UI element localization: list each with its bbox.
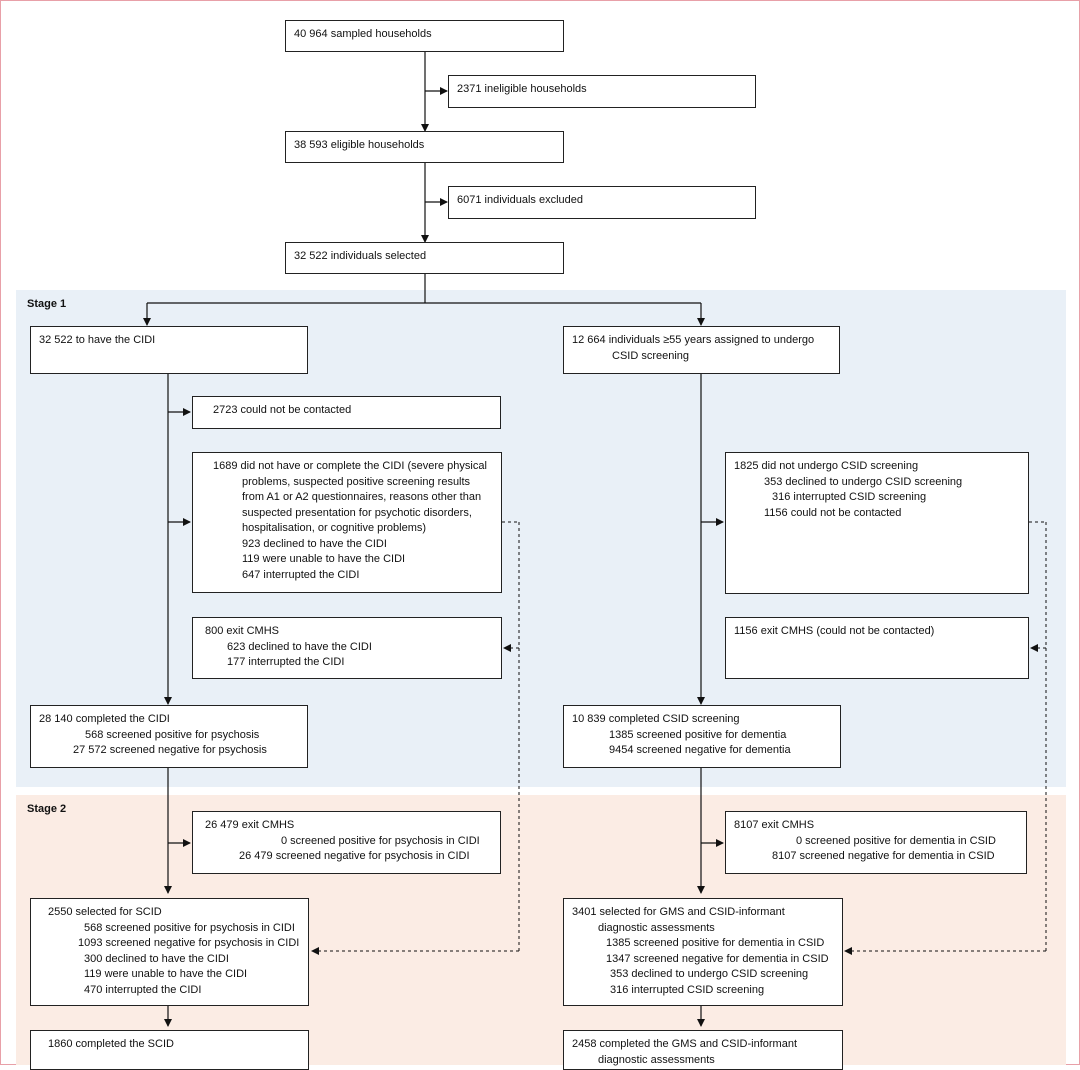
box-line: 647 interrupted the CIDI bbox=[242, 568, 360, 581]
box-line: 177 interrupted the CIDI bbox=[227, 656, 345, 668]
box-line: diagnostic assessments bbox=[598, 921, 715, 934]
box-line: 1156 exit CMHS (could not be contacted) bbox=[734, 625, 935, 637]
box-line: 1825 did not undergo CSID screening bbox=[734, 460, 919, 472]
box-line: 40 964 sampled households bbox=[294, 28, 432, 40]
exit-cmhs-800-box: 800 exit CMHS 623 declined to have the C… bbox=[192, 617, 502, 679]
box-line: 1385 screened positive for dementia bbox=[609, 728, 787, 741]
box-line: 1347 screened negative for dementia in C… bbox=[606, 952, 829, 965]
box-line: problems, suspected positive screening r… bbox=[242, 475, 471, 488]
box-line: 316 interrupted CSID screening bbox=[610, 983, 765, 996]
box-line: suspected presentation for psychotic dis… bbox=[242, 506, 472, 519]
box-line: hospitalisation, or cognitive problems) bbox=[242, 522, 427, 534]
did-not-complete-cidi-box: 1689 did not have or complete the CIDI (… bbox=[192, 452, 502, 593]
could-not-be-contacted-box: 2723 could not be contacted bbox=[192, 396, 501, 429]
exit-cmhs-8107-box: 8107 exit CMHS 0 screened positive for d… bbox=[725, 811, 1027, 874]
box-line: 2458 completed the GMS and CSID-informan… bbox=[572, 1038, 798, 1050]
box-line: 119 were unable to have the CIDI bbox=[84, 968, 248, 980]
box-line: 470 interrupted the CIDI bbox=[84, 983, 202, 996]
box-line: 32 522 individuals selected bbox=[294, 250, 427, 262]
box-line: from A1 or A2 questionnaires, reasons ot… bbox=[242, 491, 482, 503]
exit-cmhs-26479-box: 26 479 exit CMHS 0 screened positive for… bbox=[192, 811, 501, 874]
eligible-households-box: 38 593 eligible households bbox=[285, 131, 564, 163]
box-line: 8107 exit CMHS bbox=[734, 819, 815, 831]
box-line: 2371 ineligible households bbox=[457, 83, 587, 95]
box-line: 26 479 exit CMHS bbox=[205, 819, 295, 831]
box-line: 10 839 completed CSID screening bbox=[572, 713, 740, 725]
completed-csid-box: 10 839 completed CSID screening 1385 scr… bbox=[563, 705, 841, 768]
box-line: 38 593 eligible households bbox=[294, 139, 425, 151]
box-line: 9454 screened negative for dementia bbox=[609, 744, 791, 756]
box-line: 353 declined to undergo CSID screening bbox=[610, 968, 809, 980]
selected-for-gms-box: 3401 selected for GMS and CSID-informant… bbox=[563, 898, 843, 1006]
completed-gms-box: 2458 completed the GMS and CSID-informan… bbox=[563, 1030, 843, 1070]
stage-2-label: Stage 2 bbox=[27, 803, 67, 815]
box-line: 0 screened positive for psychosis in CID… bbox=[281, 834, 480, 847]
box-line: 3401 selected for GMS and CSID-informant bbox=[572, 906, 785, 918]
box-line: 2550 selected for SCID bbox=[48, 906, 162, 918]
csid-assigned-box: 12 664 individuals ≥55 years assigned to… bbox=[563, 326, 840, 374]
box-line: 28 140 completed the CIDI bbox=[39, 713, 170, 725]
box-line: 6071 individuals excluded bbox=[457, 194, 583, 206]
exit-cmhs-1156-box: 1156 exit CMHS (could not be contacted) bbox=[725, 617, 1029, 679]
box-line: 12 664 individuals ≥55 years assigned to… bbox=[572, 334, 815, 346]
box-line: 2723 could not be contacted bbox=[213, 404, 352, 416]
box-line: 26 479 screened negative for psychosis i… bbox=[239, 850, 470, 862]
box-line: 568 screened positive for psychosis bbox=[85, 728, 260, 741]
individuals-selected-box: 32 522 individuals selected bbox=[285, 242, 564, 274]
box-line: 800 exit CMHS bbox=[205, 625, 279, 637]
did-not-undergo-csid-box: 1825 did not undergo CSID screening 353 … bbox=[725, 452, 1029, 594]
cidi-assigned-box: 32 522 to have the CIDI bbox=[30, 326, 308, 374]
box-line: 316 interrupted CSID screening bbox=[772, 491, 927, 503]
completed-scid-box: 1860 completed the SCID bbox=[30, 1030, 309, 1070]
selected-for-scid-box: 2550 selected for SCID 568 screened posi… bbox=[30, 898, 309, 1006]
box-line: 623 declined to have the CIDI bbox=[227, 640, 372, 653]
stage-1-label: Stage 1 bbox=[27, 298, 67, 310]
box-line: 119 were unable to have the CIDI bbox=[242, 553, 406, 565]
box-line: 923 declined to have the CIDI bbox=[242, 537, 387, 550]
box-line: 300 declined to have the CIDI bbox=[84, 952, 229, 965]
box-line: 1689 did not have or complete the CIDI (… bbox=[213, 460, 487, 472]
box-line: 1093 screened negative for psychosis in … bbox=[78, 937, 300, 949]
box-line: 353 declined to undergo CSID screening bbox=[764, 475, 963, 488]
box-line: 0 screened positive for dementia in CSID bbox=[796, 834, 996, 847]
box-line: CSID screening bbox=[612, 349, 690, 362]
box-line: 8107 screened negative for dementia in C… bbox=[772, 850, 995, 862]
box-line: 1860 completed the SCID bbox=[48, 1038, 174, 1050]
box-line: 568 screened positive for psychosis in C… bbox=[84, 921, 295, 934]
box-line: diagnostic assessments bbox=[598, 1053, 715, 1066]
individuals-excluded-box: 6071 individuals excluded bbox=[448, 186, 756, 219]
box-line: 1385 screened positive for dementia in C… bbox=[606, 937, 825, 949]
box-line: 1156 could not be contacted bbox=[764, 506, 902, 519]
sampled-households-box: 40 964 sampled households bbox=[285, 20, 564, 52]
box-line: 32 522 to have the CIDI bbox=[39, 334, 156, 346]
box-line: 27 572 screened negative for psychosis bbox=[73, 744, 267, 756]
completed-cidi-box: 28 140 completed the CIDI 568 screened p… bbox=[30, 705, 308, 768]
ineligible-households-box: 2371 ineligible households bbox=[448, 75, 756, 108]
